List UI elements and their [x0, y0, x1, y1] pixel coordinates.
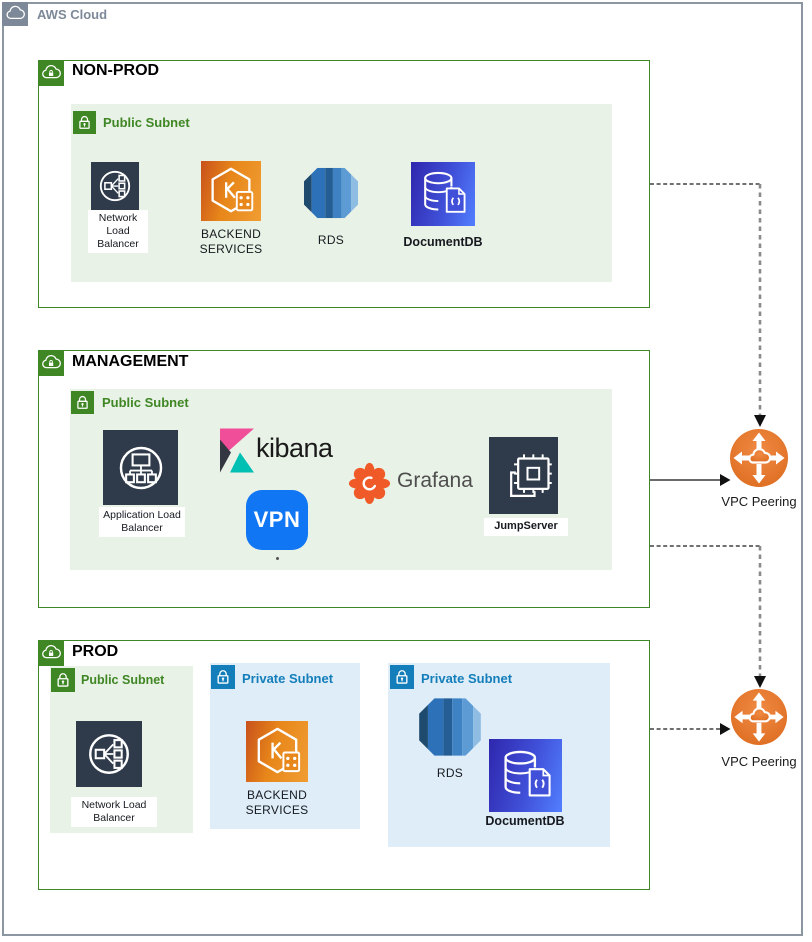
cloud-icon [6, 5, 25, 20]
nonprod-documentdb [411, 162, 475, 226]
lock-icon [51, 668, 75, 692]
vpn-dot [276, 557, 279, 560]
kibana-label: kibana [256, 433, 333, 463]
prod-documentdb [489, 739, 562, 812]
management-alb [103, 430, 178, 505]
vpn-tile: VPN [246, 490, 308, 550]
group-prod [38, 640, 650, 890]
lock-icon [73, 111, 96, 134]
cloud-lock-icon [42, 64, 61, 79]
nonprod-nlb [91, 162, 139, 210]
documentdb-icon [504, 750, 551, 797]
aws-cloud-label: AWS Cloud [37, 7, 108, 22]
management-subnet-label: Public Subnet [102, 395, 189, 410]
network-load-balancer-icon [89, 734, 129, 774]
padlock-icon [77, 396, 88, 409]
padlock-icon [217, 670, 229, 684]
prod-docdb-label: DocumentDB [485, 814, 565, 828]
nonprod-title: NON-PROD [72, 62, 160, 79]
grafana-mark-icon [348, 462, 391, 505]
kibana-mark-icon [220, 428, 254, 473]
prod-nlb-label: Network Load Balancer [71, 797, 157, 828]
group-nonprod [38, 60, 650, 308]
nonprod-rds [303, 166, 359, 220]
network-load-balancer-icon [99, 170, 131, 202]
lock-icon [211, 665, 235, 689]
jumpserver [489, 437, 558, 514]
jumpserver-label: JumpServer [484, 518, 568, 536]
vpc-cloud-icon [38, 350, 64, 376]
nonprod-nlb-label: Network Load Balancer [88, 210, 148, 254]
documentdb-icon [424, 171, 466, 213]
prod-private-subnet-1-label: Private Subnet [242, 671, 334, 686]
lock-icon [390, 665, 414, 689]
prod-nlb [76, 721, 142, 787]
kibana-logo [220, 428, 254, 473]
lock-icon [71, 391, 94, 414]
vpc-peering-top [729, 428, 789, 488]
prod-private-subnet-2-label: Private Subnet [421, 671, 513, 686]
nonprod-subnet-label: Public Subnet [103, 115, 190, 130]
nonprod-backend-label: BACKEND SERVICES [199, 227, 263, 256]
prod-backend-label: BACKEND SERVICES [245, 788, 309, 817]
cloud-lock-icon [42, 644, 61, 659]
nonprod-backend-services [201, 161, 261, 221]
rds-database-icon [303, 167, 359, 219]
management-alb-label: Application Load Balancer [99, 507, 185, 538]
grafana-label: Grafana [397, 469, 473, 492]
nonprod-rds-label: RDS [317, 233, 345, 247]
nonprod-docdb-label: DocumentDB [403, 235, 483, 249]
vpc-peering-bottom [730, 688, 788, 746]
prod-rds [418, 697, 482, 757]
server-chip-icon [509, 453, 552, 497]
vpc-peering-icon [730, 688, 788, 746]
vpc-peering-top-label: VPC Peering [721, 494, 797, 509]
group-management [38, 350, 650, 608]
cloud-lock-icon [42, 354, 61, 369]
rds-database-icon [419, 698, 481, 756]
application-load-balancer-icon [119, 446, 162, 489]
kubernetes-hexagon-icon [211, 167, 254, 213]
padlock-icon [396, 670, 408, 684]
vpc-peering-bottom-label: VPC Peering [721, 754, 797, 769]
vpc-cloud-icon [38, 60, 64, 86]
prod-backend-services [246, 721, 308, 782]
padlock-icon [57, 673, 69, 687]
grafana-logo [346, 457, 393, 508]
aws-cloud-icon [2, 2, 28, 26]
vpc-peering-icon [730, 429, 788, 487]
prod-public-subnet-label: Public Subnet [81, 673, 165, 687]
vpc-cloud-icon [38, 640, 64, 666]
prod-rds-label: RDS [436, 766, 464, 780]
padlock-icon [79, 116, 90, 129]
kubernetes-hexagon-icon [257, 727, 300, 774]
management-title: MANAGEMENT [72, 353, 189, 370]
vpn-label: VPN [253, 507, 301, 532]
aws-cloud-boundary [2, 2, 803, 936]
prod-title: PROD [72, 643, 119, 660]
